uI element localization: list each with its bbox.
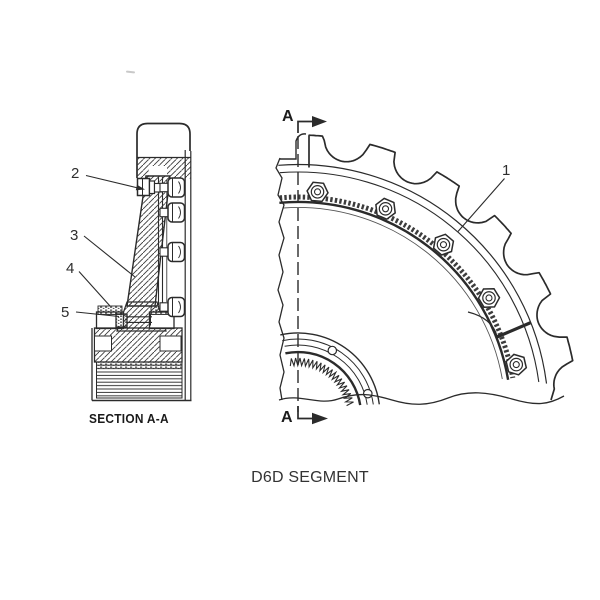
left-break-edge	[275, 157, 285, 401]
hub-spline-serration	[289, 357, 354, 407]
rim-inner-line	[279, 171, 540, 383]
callout-2: 2	[71, 165, 80, 182]
rim-stipple-band	[279, 194, 516, 379]
hub-hole	[327, 345, 338, 356]
section-marker-a-bottom: A	[281, 409, 293, 426]
sprocket-view-drawing	[275, 116, 574, 425]
bottom-arrow-head	[312, 412, 328, 425]
rim-nuts	[159, 177, 186, 318]
callout-4: 4	[66, 260, 75, 277]
callout-5: 5	[61, 304, 70, 321]
sprocket-nut	[375, 197, 396, 221]
hub-hole	[362, 388, 373, 399]
callout-1-leader	[457, 178, 505, 232]
top-joint-step	[280, 133, 307, 160]
section-view-drawing	[75, 122, 192, 402]
top-arrow-head	[312, 116, 327, 128]
rim-outer-arc	[278, 164, 548, 384]
sprocket-nut	[432, 233, 455, 256]
clamp-bolt	[115, 313, 152, 328]
callout-3: 3	[70, 227, 79, 244]
rim-bold-arc	[279, 200, 510, 380]
bottom-break-line	[278, 392, 565, 405]
callout-leaders-left	[75, 174, 145, 318]
rim-thin-arc	[283, 207, 503, 380]
segment-bolt-head	[136, 177, 163, 197]
segment-tooth-cap	[136, 122, 191, 178]
bottom-arrow-corner	[297, 406, 312, 420]
sprocket-nut	[505, 353, 528, 376]
top-arrow-corner	[297, 120, 312, 133]
figure-caption: D6D SEGMENT	[251, 469, 369, 486]
section-view-label: SECTION A-A	[89, 412, 169, 426]
sprocket-nut	[477, 287, 501, 308]
section-marker-a-top: A	[282, 108, 294, 125]
hub-line-3	[284, 344, 368, 405]
sprocket-teeth-outline	[308, 134, 574, 401]
callout-1: 1	[502, 162, 511, 179]
hub-outer-arc	[280, 332, 380, 405]
segment-joint-line	[496, 321, 532, 339]
sprocket-nut	[306, 181, 329, 203]
joint-relief-line	[467, 311, 498, 337]
